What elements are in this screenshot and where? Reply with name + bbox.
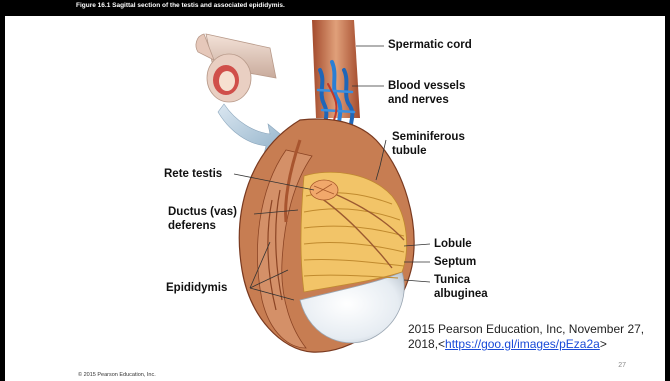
citation-link[interactable]: https://goo.gl/images/pEza2a — [445, 337, 600, 351]
inset-figure — [196, 34, 276, 102]
label-blood-vessels-line2: and nerves — [388, 94, 449, 107]
label-tunica-line2: albuginea — [434, 288, 488, 301]
label-epididymis: Epididymis — [166, 282, 227, 295]
label-tunica-line1: Tunica — [434, 274, 470, 287]
label-ductus-line1: Ductus (vas) — [168, 206, 237, 219]
label-lobule: Lobule — [434, 238, 472, 251]
label-spermatic-cord: Spermatic cord — [388, 39, 472, 52]
citation-suffix: > — [600, 337, 607, 351]
label-seminiferous-line2: tubule — [392, 145, 427, 158]
citation: 2015 Pearson Education, Inc, November 27… — [408, 322, 648, 352]
label-ductus-line2: deferens — [168, 220, 216, 233]
copyright: © 2015 Pearson Education, Inc. — [78, 372, 156, 378]
label-seminiferous-line1: Seminiferous — [392, 131, 465, 144]
label-rete-testis: Rete testis — [164, 168, 222, 181]
label-septum: Septum — [434, 256, 476, 269]
page-number: 27 — [618, 362, 626, 369]
rete-testis-shape — [310, 180, 338, 200]
label-blood-vessels-line1: Blood vessels — [388, 80, 465, 93]
